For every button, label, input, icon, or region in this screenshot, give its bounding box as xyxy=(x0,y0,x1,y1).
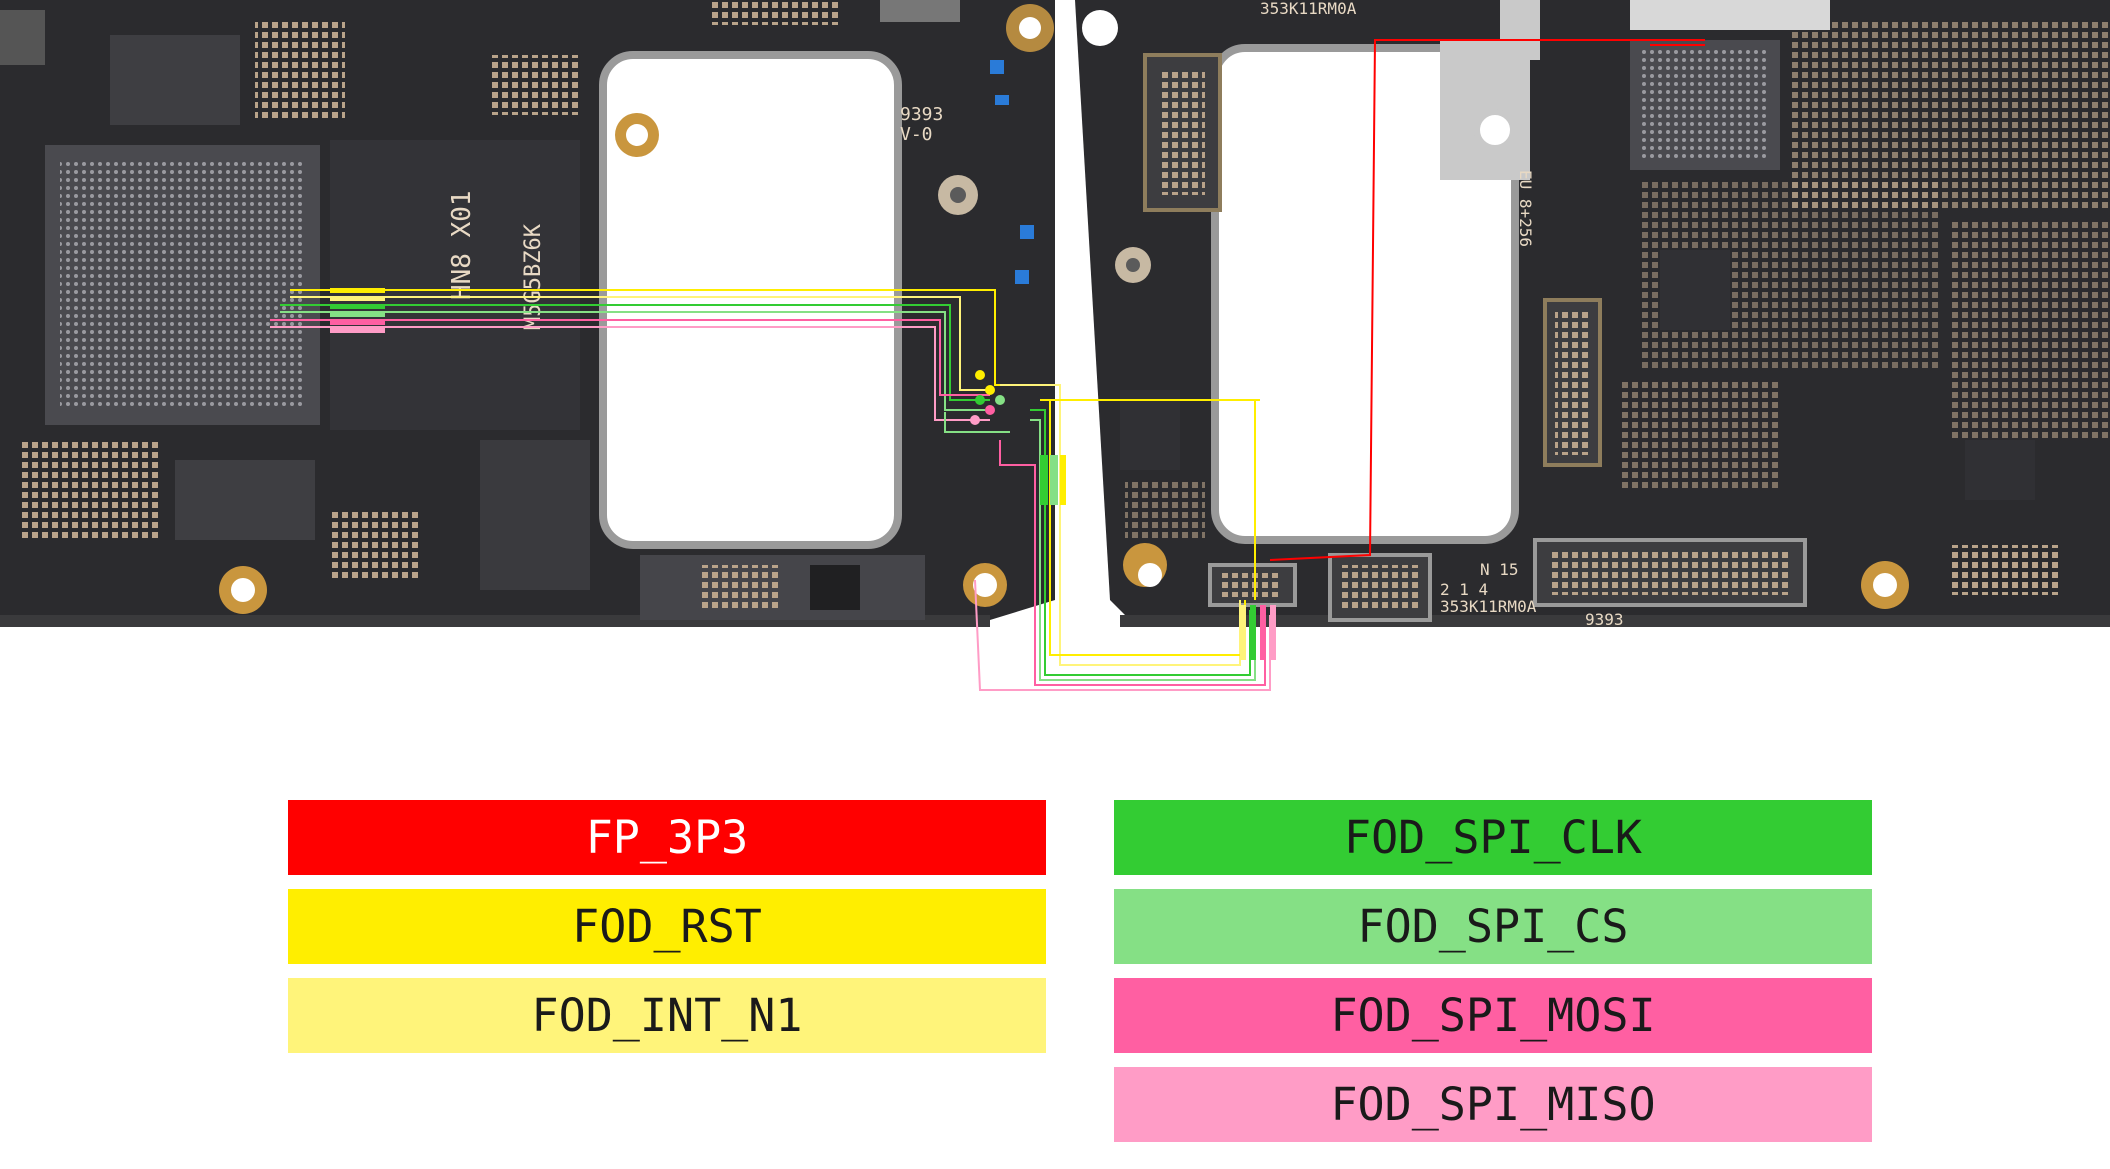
screw-hole xyxy=(1474,109,1516,151)
memory-chip xyxy=(330,140,580,430)
silkscreen-text: V-0 xyxy=(900,124,933,145)
svg-text:HN8 X01: HN8 X01 xyxy=(447,190,477,300)
highlighted-pads xyxy=(330,288,1276,660)
pcb-board-image: HN8 X01 M5G5BZ6K xyxy=(0,0,2110,691)
silkscreen-text: 9393 xyxy=(900,104,943,125)
silkscreen-text: 353K11RM0A xyxy=(1440,597,1537,616)
silkscreen-text: 9393 xyxy=(1585,610,1624,629)
silkscreen-text: N 15 xyxy=(1480,560,1519,579)
silkscreen-text: EU 8+256 xyxy=(1516,170,1535,247)
legend-item-fod-spi-clk: FOD_SPI_CLK xyxy=(1114,800,1872,875)
silkscreen-text: 353K11RM0A xyxy=(1260,0,1357,18)
legend-item-fod-spi-cs: FOD_SPI_CS xyxy=(1114,889,1872,964)
silkscreen-text: 2 1 4 xyxy=(1440,580,1488,599)
svg-text:M5G5BZ6K: M5G5BZ6K xyxy=(521,223,546,330)
legend-item-fp-3p3: FP_3P3 xyxy=(288,800,1046,875)
legend-item-fod-spi-miso: FOD_SPI_MISO xyxy=(1114,1067,1872,1142)
legend-item-fod-int-n1: FOD_INT_N1 xyxy=(288,978,1046,1053)
legend-item-fod-spi-mosi: FOD_SPI_MOSI xyxy=(1114,978,1872,1053)
legend-item-fod-rst: FOD_RST xyxy=(288,889,1046,964)
board-cutout-left xyxy=(599,51,902,549)
